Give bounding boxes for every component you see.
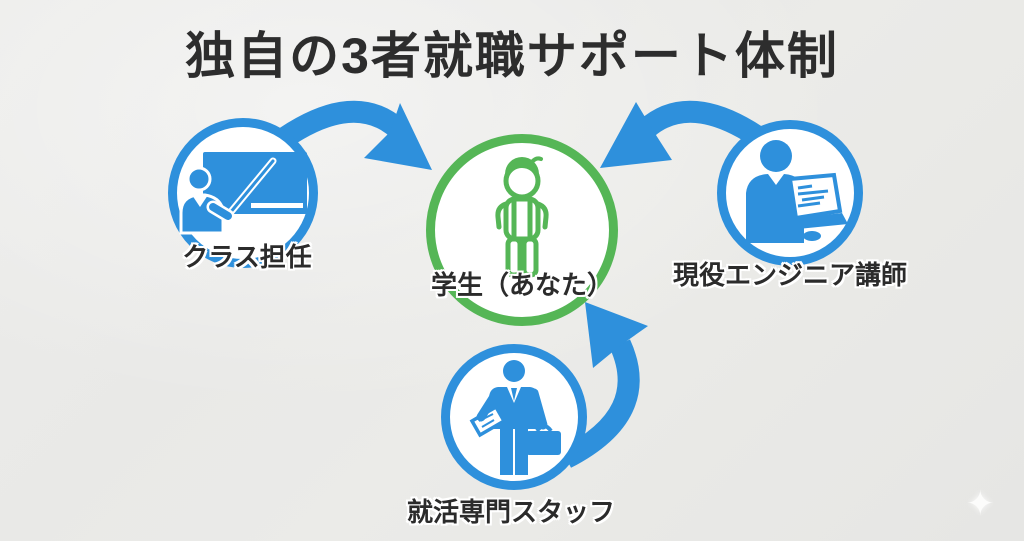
node-student	[426, 134, 618, 326]
teacher-blackboard-icon	[179, 152, 307, 235]
diagram-title: 独自の3者就職サポート体制	[185, 28, 839, 84]
engineer-instructor-label: 現役エンジニア講師	[672, 260, 908, 290]
student-backpack-icon	[495, 156, 549, 278]
sparkle-icon: ✦	[966, 485, 995, 523]
arrow-staff-to-student	[560, 302, 648, 468]
staff-briefcase-icon	[469, 360, 561, 475]
node-career-staff	[441, 344, 587, 490]
student-label: 学生（あなた）	[430, 270, 614, 300]
class-teacher-label: クラス担任	[182, 242, 312, 272]
node-engineer-instructor	[717, 120, 863, 266]
engineer-laptop-icon	[746, 140, 848, 243]
career-staff-label: 就活専門スタッフ	[406, 497, 616, 527]
node-class-teacher	[168, 118, 318, 268]
